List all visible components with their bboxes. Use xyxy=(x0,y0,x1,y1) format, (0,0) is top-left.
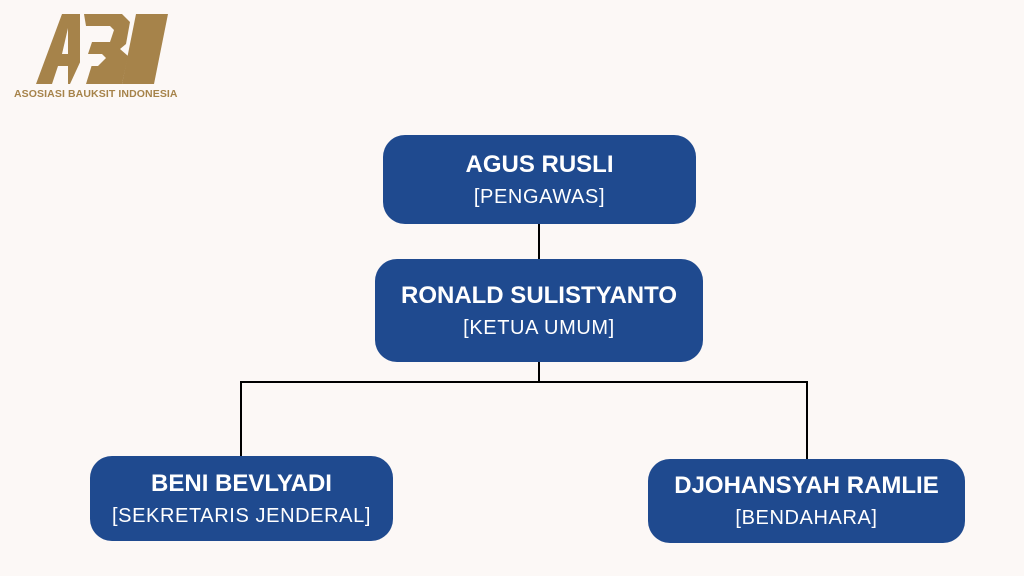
node-role: [PENGAWAS] xyxy=(473,185,606,208)
org-node-sekretaris-jenderal: BENI BEVLYADI [SEKRETARIS JENDERAL] xyxy=(90,456,393,541)
node-name: AGUS RUSLI xyxy=(465,150,614,178)
node-name: DJOHANSYAH RAMLIE xyxy=(674,472,939,499)
node-role: [KETUA UMUM] xyxy=(463,316,615,339)
node-name: RONALD SULISTYANTO xyxy=(400,281,678,309)
abi-logo-mark xyxy=(36,14,168,84)
node-role: [BENDAHARA] xyxy=(735,507,878,529)
abi-logo: ASOSIASI BAUKSIT INDONESIA xyxy=(14,14,194,104)
org-node-bendahara: DJOHANSYAH RAMLIE [BENDAHARA] xyxy=(648,459,965,543)
node-role: [SEKRETARIS JENDERAL] xyxy=(112,504,371,527)
node-name: BENI BEVLYADI xyxy=(151,469,332,497)
org-node-pengawas: AGUS RUSLI [PENGAWAS] xyxy=(383,135,696,224)
org-node-ketua-umum: RONALD SULISTYANTO [KETUA UMUM] xyxy=(375,259,703,362)
org-name-label: ASOSIASI BAUKSIT INDONESIA xyxy=(14,88,178,100)
